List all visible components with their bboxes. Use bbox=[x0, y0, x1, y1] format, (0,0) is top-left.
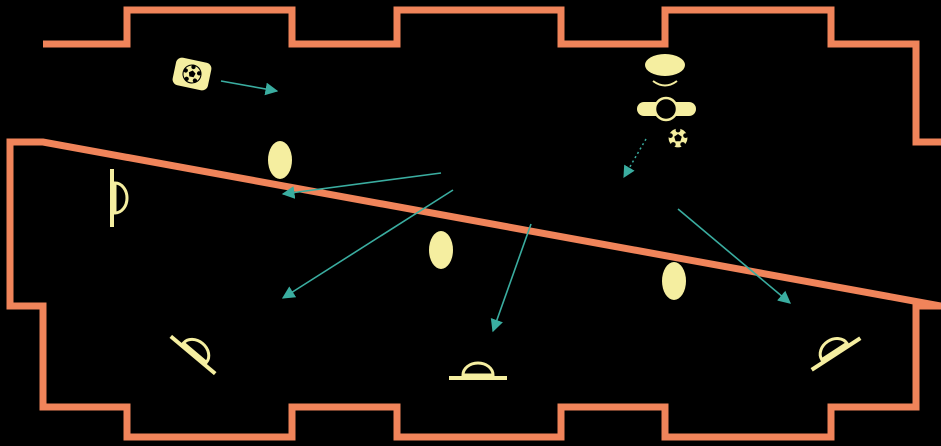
arrow-pass-bottom bbox=[493, 224, 531, 331]
reserve-ball-icon bbox=[668, 128, 688, 148]
defender-slot-left-icon bbox=[112, 169, 127, 227]
player-oval-icon bbox=[429, 231, 453, 269]
defender-slot-bottom-icon bbox=[449, 363, 507, 378]
defender-slot-bottom-left-icon bbox=[171, 325, 225, 374]
arrow-pass-left bbox=[283, 173, 441, 194]
arrow-ball-pass bbox=[221, 81, 277, 91]
court-boundary bbox=[10, 10, 941, 437]
arrow-dotted bbox=[624, 139, 646, 177]
ball-card-icon bbox=[171, 57, 212, 92]
attacker-figure-icon bbox=[637, 54, 696, 120]
player-oval-icon bbox=[662, 262, 686, 300]
arrow-pass-bottom-left bbox=[283, 190, 453, 298]
player-oval-icon bbox=[268, 141, 292, 179]
defender-slot-bottom-right-icon bbox=[804, 326, 861, 370]
arrow-pass-bottom-right bbox=[678, 209, 790, 303]
